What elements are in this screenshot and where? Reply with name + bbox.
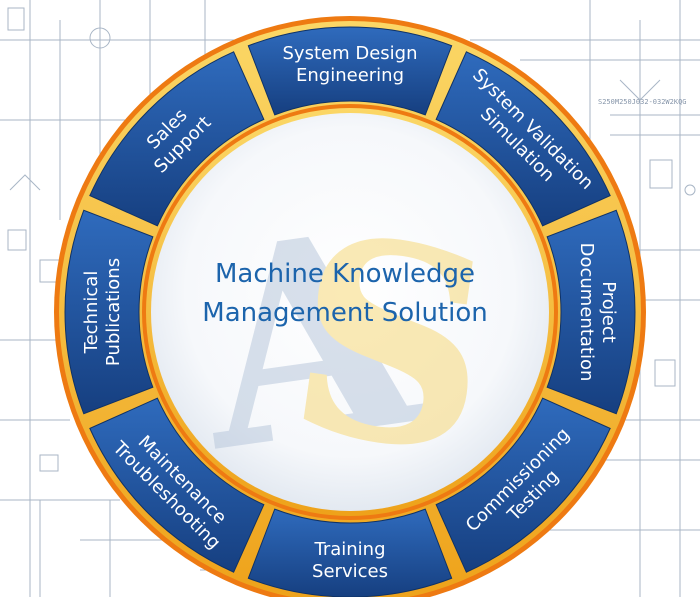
segment-label-technical-publications: TechnicalPublications: [81, 258, 124, 366]
center-title-line-2: Management Solution: [202, 298, 487, 328]
segment-label-line: Documentation: [576, 243, 597, 382]
logo-letter-s: S: [273, 174, 510, 516]
segment-label-line: Training: [313, 539, 385, 560]
logo-letter-a: A: [178, 167, 439, 512]
segment-label-line: Technical: [81, 271, 102, 355]
segment-technical-publications: [64, 209, 154, 415]
blueprint-label: S250M250J032-032W2KQG: [598, 98, 687, 106]
segment-label-line: Services: [312, 561, 388, 582]
segment-system-validation-simulation: [435, 51, 611, 227]
segment-label-line: Project: [598, 281, 619, 343]
as-logo-watermark: A S: [178, 167, 510, 516]
segment-project-documentation: [546, 209, 636, 415]
segment-label-line: System Design: [283, 43, 418, 64]
segment-maintenance-troubleshooting: [89, 397, 265, 573]
segment-label-line: Publications: [103, 258, 124, 366]
center-disc: [151, 113, 549, 511]
segment-training-services: [247, 508, 453, 597]
center-title-line-1: Machine Knowledge: [215, 259, 475, 289]
segment-sales-support: [89, 51, 265, 227]
segment-commissioning-testing: [435, 397, 611, 573]
segment-label-line: Engineering: [296, 65, 404, 86]
segment-label-project-documentation: ProjectDocumentation: [576, 243, 619, 382]
segment-system-design-engineering: [247, 26, 453, 116]
